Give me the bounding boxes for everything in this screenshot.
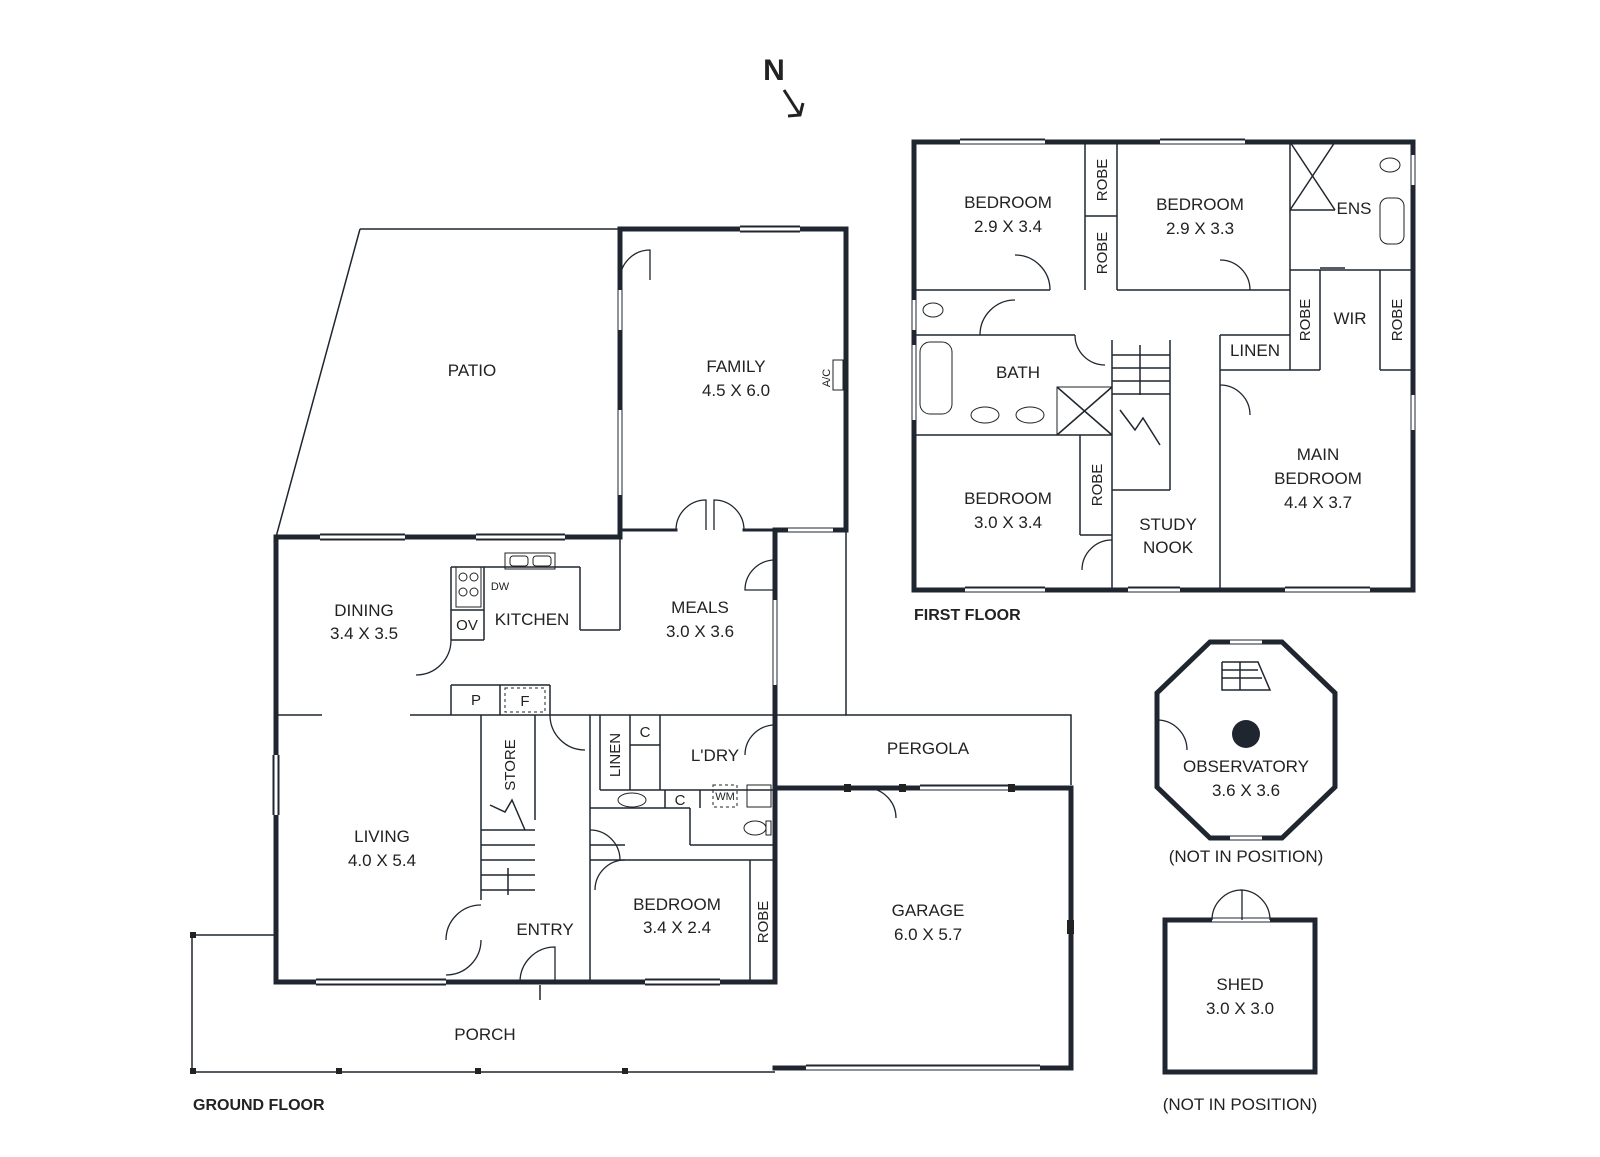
main-bedroom-dims: 4.4 X 3.7 <box>1284 493 1352 512</box>
store-label: STORE <box>502 739 519 790</box>
shed-dims: 3.0 X 3.0 <box>1206 999 1274 1018</box>
observatory-label: OBSERVATORY <box>1183 757 1309 776</box>
oven-label: OV <box>456 617 478 634</box>
bedroom-label: BEDROOM <box>633 895 721 914</box>
bedroom-2-label: BEDROOM <box>1156 195 1244 214</box>
living-label: LIVING <box>354 827 410 846</box>
kitchen-label: KITCHEN <box>495 610 570 629</box>
cupboard-label: C <box>640 724 651 741</box>
main-bedroom-label-2: BEDROOM <box>1274 469 1362 488</box>
observatory-note: (NOT IN POSITION) <box>1169 847 1324 866</box>
family-dims: 4.5 X 6.0 <box>702 381 770 400</box>
telescope-icon <box>1232 720 1260 748</box>
sink-icon <box>504 552 556 570</box>
bedroom-2-dims: 2.9 X 3.3 <box>1166 219 1234 238</box>
family-label: FAMILY <box>706 357 765 376</box>
pergola-label: PERGOLA <box>887 739 970 758</box>
linen-label: LINEN <box>1230 341 1280 360</box>
linen-label: LINEN <box>607 733 624 777</box>
bedroom-1-dims: 2.9 X 3.4 <box>974 217 1042 236</box>
main-bedroom-label-1: MAIN <box>1297 445 1340 464</box>
living-dims: 4.0 X 5.4 <box>348 851 416 870</box>
robe-label-1: ROBE <box>1094 159 1111 202</box>
basin-icon <box>617 792 647 808</box>
dining-dims: 3.4 X 3.5 <box>330 624 398 643</box>
north-label: N <box>763 54 785 87</box>
robe-label: ROBE <box>755 901 772 944</box>
pantry-label: P <box>471 692 481 709</box>
garage-label: GARAGE <box>892 901 965 920</box>
robe-label-2: ROBE <box>1094 232 1111 275</box>
ladder-icon <box>1221 661 1272 691</box>
ac-label: A/C <box>821 369 833 387</box>
nook-label: NOOK <box>1143 538 1194 557</box>
shed: SHED 3.0 X 3.0 (NOT IN POSITION) <box>1162 889 1318 1114</box>
cooktop-icon <box>455 566 482 608</box>
ground-floor-title: GROUND FLOOR <box>193 1097 325 1114</box>
bedroom-dims: 3.4 X 2.4 <box>643 918 711 937</box>
stairs-icon <box>481 798 535 895</box>
dw-label: DW <box>491 581 510 593</box>
porch-label: PORCH <box>454 1025 515 1044</box>
first-floor-title: FIRST FLOOR <box>914 607 1021 624</box>
robe-label-3: ROBE <box>1297 299 1314 342</box>
ground-floor: PATIO FAMILY 4.5 X 6.0 A/C DINING 3.4 X … <box>190 225 1074 1114</box>
shed-note: (NOT IN POSITION) <box>1163 1095 1318 1114</box>
wm-label: WM <box>715 791 735 803</box>
ensuite-label: ENS <box>1337 199 1372 218</box>
meals-dims: 3.0 X 3.6 <box>666 622 734 641</box>
entry-label: ENTRY <box>516 920 573 939</box>
fridge-label: F <box>520 693 529 710</box>
north-arrow: N <box>763 54 805 118</box>
dining-label: DINING <box>334 601 394 620</box>
robe-label-5: ROBE <box>1089 464 1106 507</box>
bedroom-3-label: BEDROOM <box>964 489 1052 508</box>
stairs-icon <box>1112 345 1170 446</box>
bedroom-1-label: BEDROOM <box>964 193 1052 212</box>
toilet-icon <box>743 820 772 836</box>
wir-label: WIR <box>1333 309 1366 328</box>
observatory: OBSERVATORY 3.6 X 3.6 (NOT IN POSITION) <box>1154 639 1338 866</box>
first-floor: BEDROOM 2.9 X 3.4 BEDROOM 2.9 X 3.3 ROBE… <box>911 138 1416 624</box>
robe-label-4: ROBE <box>1389 299 1406 342</box>
meals-label: MEALS <box>671 598 729 617</box>
shed-label: SHED <box>1216 975 1263 994</box>
arrow-icon <box>782 89 805 118</box>
bath-label: BATH <box>996 363 1040 382</box>
patio-label: PATIO <box>448 361 497 380</box>
observatory-dims: 3.6 X 3.6 <box>1212 781 1280 800</box>
garage-dims: 6.0 X 5.7 <box>894 925 962 944</box>
bedroom-3-dims: 3.0 X 3.4 <box>974 513 1042 532</box>
study-label: STUDY <box>1139 515 1197 534</box>
laundry-label: L'DRY <box>691 746 739 765</box>
cupboard-label-2: C <box>675 792 686 809</box>
